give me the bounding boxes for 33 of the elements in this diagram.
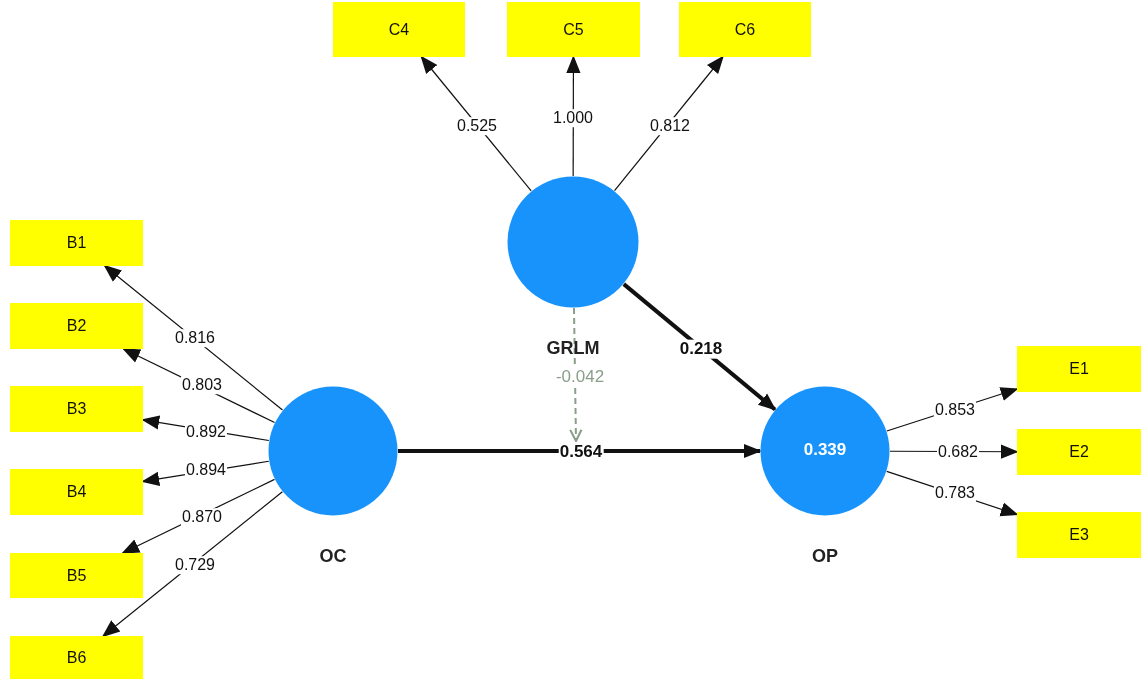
indicator-box: B6 — [10, 636, 143, 679]
arrow — [569, 307, 583, 443]
indicator-box: B5 — [10, 553, 143, 598]
edge-label: 0.218 — [678, 339, 724, 359]
indicator-box: B2 — [10, 303, 143, 349]
arrow — [103, 264, 284, 411]
indicator-box: E3 — [1017, 512, 1141, 558]
indicator-box: B3 — [10, 386, 143, 432]
construct-label: OC — [319, 546, 347, 567]
edge-label: 0.870 — [181, 508, 223, 526]
edge-label: -0.042 — [554, 367, 606, 387]
edge-label: 0.853 — [934, 401, 976, 419]
edge-label: 0.816 — [174, 329, 216, 347]
edge-label: 1.000 — [552, 109, 594, 127]
construct-label: OP — [812, 546, 838, 567]
edge-label: 0.894 — [185, 461, 227, 479]
indicator-box: C4 — [333, 2, 465, 57]
indicator-box: E2 — [1017, 429, 1141, 475]
r-squared-value: 0.339 — [802, 440, 848, 460]
indicator-box: C6 — [679, 2, 811, 57]
edge-label: 0.783 — [934, 484, 976, 502]
arrow — [398, 443, 762, 459]
construct-label: GRLM — [546, 338, 600, 359]
arrow — [101, 491, 283, 638]
arrow — [622, 282, 777, 412]
indicator-box: B1 — [10, 220, 143, 266]
edge-label: 0.525 — [456, 117, 498, 135]
edge-label: 0.812 — [649, 117, 691, 135]
indicator-box: B4 — [10, 469, 143, 515]
indicator-box: C5 — [507, 2, 640, 57]
edge-label: 0.729 — [174, 556, 216, 574]
edge-label: 0.803 — [181, 376, 223, 394]
indicator-box: E1 — [1017, 346, 1141, 392]
